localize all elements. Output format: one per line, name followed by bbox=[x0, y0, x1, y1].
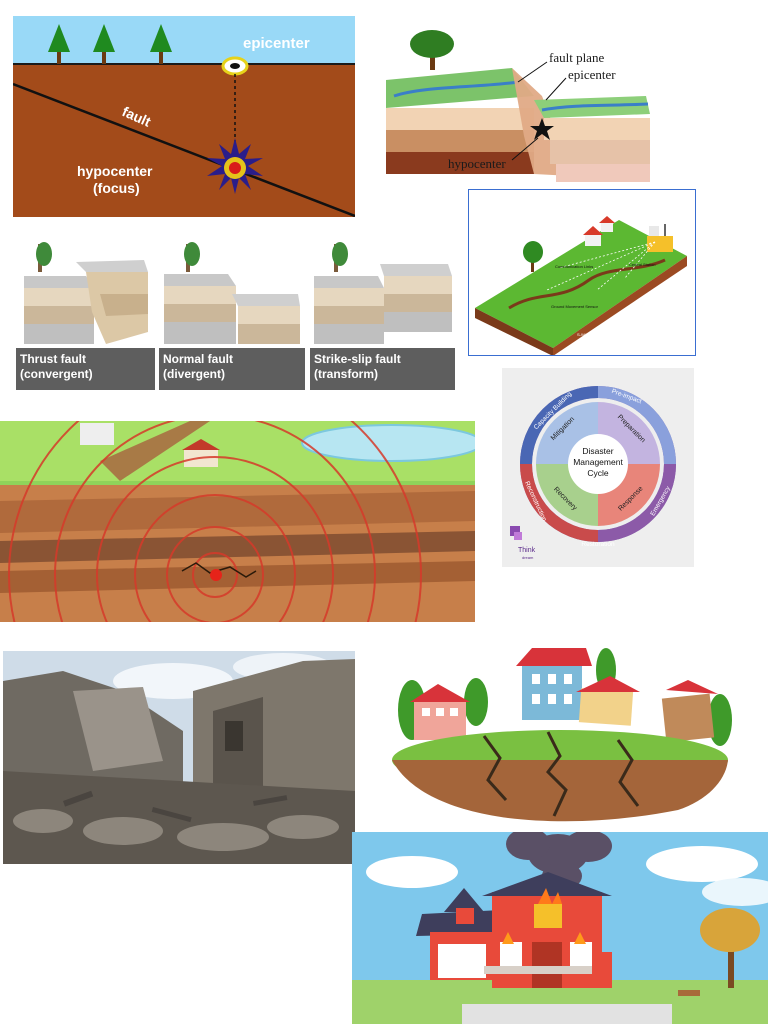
focus-label: (focus) bbox=[93, 180, 140, 196]
hypocenter-label: hypocenter bbox=[77, 163, 153, 179]
disaster-management-cycle: Disaster Management Cycle Mitigation Pre… bbox=[502, 368, 694, 567]
normal-fault-caption: Normal fault (divergent) bbox=[159, 348, 305, 390]
tree-icon bbox=[708, 694, 732, 746]
focus-dot bbox=[210, 569, 222, 581]
seismic-network-diagram: Communication Links Central Station Grou… bbox=[468, 189, 696, 356]
dream-logo-text: dream bbox=[522, 555, 534, 560]
p-wave-label: P-WAVE bbox=[599, 326, 615, 331]
cycle-title-line3: Cycle bbox=[587, 468, 609, 478]
cycle-title-line1: Disaster bbox=[582, 446, 613, 456]
fault-plane-diagram: fault plane epicenter hypocenter bbox=[384, 26, 660, 184]
cracked-island-illustration bbox=[388, 640, 733, 825]
normal-fault-title: Normal fault bbox=[163, 352, 234, 366]
fire-icon bbox=[502, 888, 586, 944]
normal-fault-subtitle: (divergent) bbox=[163, 367, 226, 381]
thrust-fault-caption: Thrust fault (convergent) bbox=[16, 348, 155, 390]
tree-icon bbox=[150, 24, 172, 64]
tree-icon bbox=[410, 30, 454, 70]
house-icon bbox=[583, 216, 615, 246]
fault-types-diagram: Thrust fault (convergent) Normal fault (… bbox=[16, 232, 457, 392]
cycle-title-line2: Management bbox=[573, 457, 623, 467]
strike-slip-fault-block bbox=[314, 242, 452, 344]
hypocenter-label-2: hypocenter bbox=[448, 156, 506, 171]
tree-icon bbox=[700, 908, 760, 988]
seismic-wave-landscape bbox=[0, 421, 475, 622]
house-icon bbox=[661, 680, 718, 743]
thrust-fault-subtitle: (convergent) bbox=[20, 367, 93, 381]
house-icon bbox=[80, 423, 114, 445]
fault-line bbox=[13, 82, 355, 217]
fault-plane-label: fault plane bbox=[549, 50, 604, 65]
house-icon bbox=[410, 684, 470, 740]
tree-icon bbox=[48, 24, 70, 64]
hypocenter-burst bbox=[207, 138, 263, 194]
ground-cracks bbox=[482, 731, 640, 817]
strike-slip-subtitle: (transform) bbox=[314, 367, 379, 381]
ground-sensor-label: Ground Movement Sensor bbox=[551, 304, 599, 309]
house-icon bbox=[576, 676, 640, 726]
seismic-wave-rings bbox=[8, 421, 422, 622]
thrust-fault-title: Thrust fault bbox=[20, 352, 86, 366]
collapsed-buildings-photo bbox=[3, 651, 355, 864]
hypocenter-star bbox=[530, 118, 554, 140]
strike-slip-caption: Strike-slip fault (transform) bbox=[310, 348, 455, 390]
tree-icon bbox=[464, 678, 488, 726]
epicenter-label: epicenter bbox=[243, 35, 310, 52]
central-station-icon bbox=[647, 224, 673, 252]
epicenter-label-2: epicenter bbox=[568, 67, 616, 82]
normal-fault-block bbox=[164, 242, 300, 344]
think-logo-text: Think bbox=[518, 547, 536, 554]
burning-house-illustration bbox=[352, 832, 768, 1024]
restoration-label: Restoration bbox=[581, 541, 615, 548]
s-wave-label: S-WAVE bbox=[577, 332, 593, 337]
tree-icon bbox=[523, 241, 543, 272]
epicenter-hypocenter-diagram: epicenter fault hypocenter (focus) bbox=[13, 16, 355, 217]
house-icon bbox=[516, 648, 592, 720]
strike-slip-title: Strike-slip fault bbox=[314, 352, 401, 366]
tree-icon bbox=[93, 24, 115, 64]
central-station-label: Central Station bbox=[629, 262, 655, 267]
house-icon bbox=[416, 872, 612, 988]
communication-links-label: Communication Links bbox=[555, 264, 593, 269]
think-dream-logo bbox=[510, 526, 522, 540]
thrust-fault-block bbox=[24, 242, 148, 344]
